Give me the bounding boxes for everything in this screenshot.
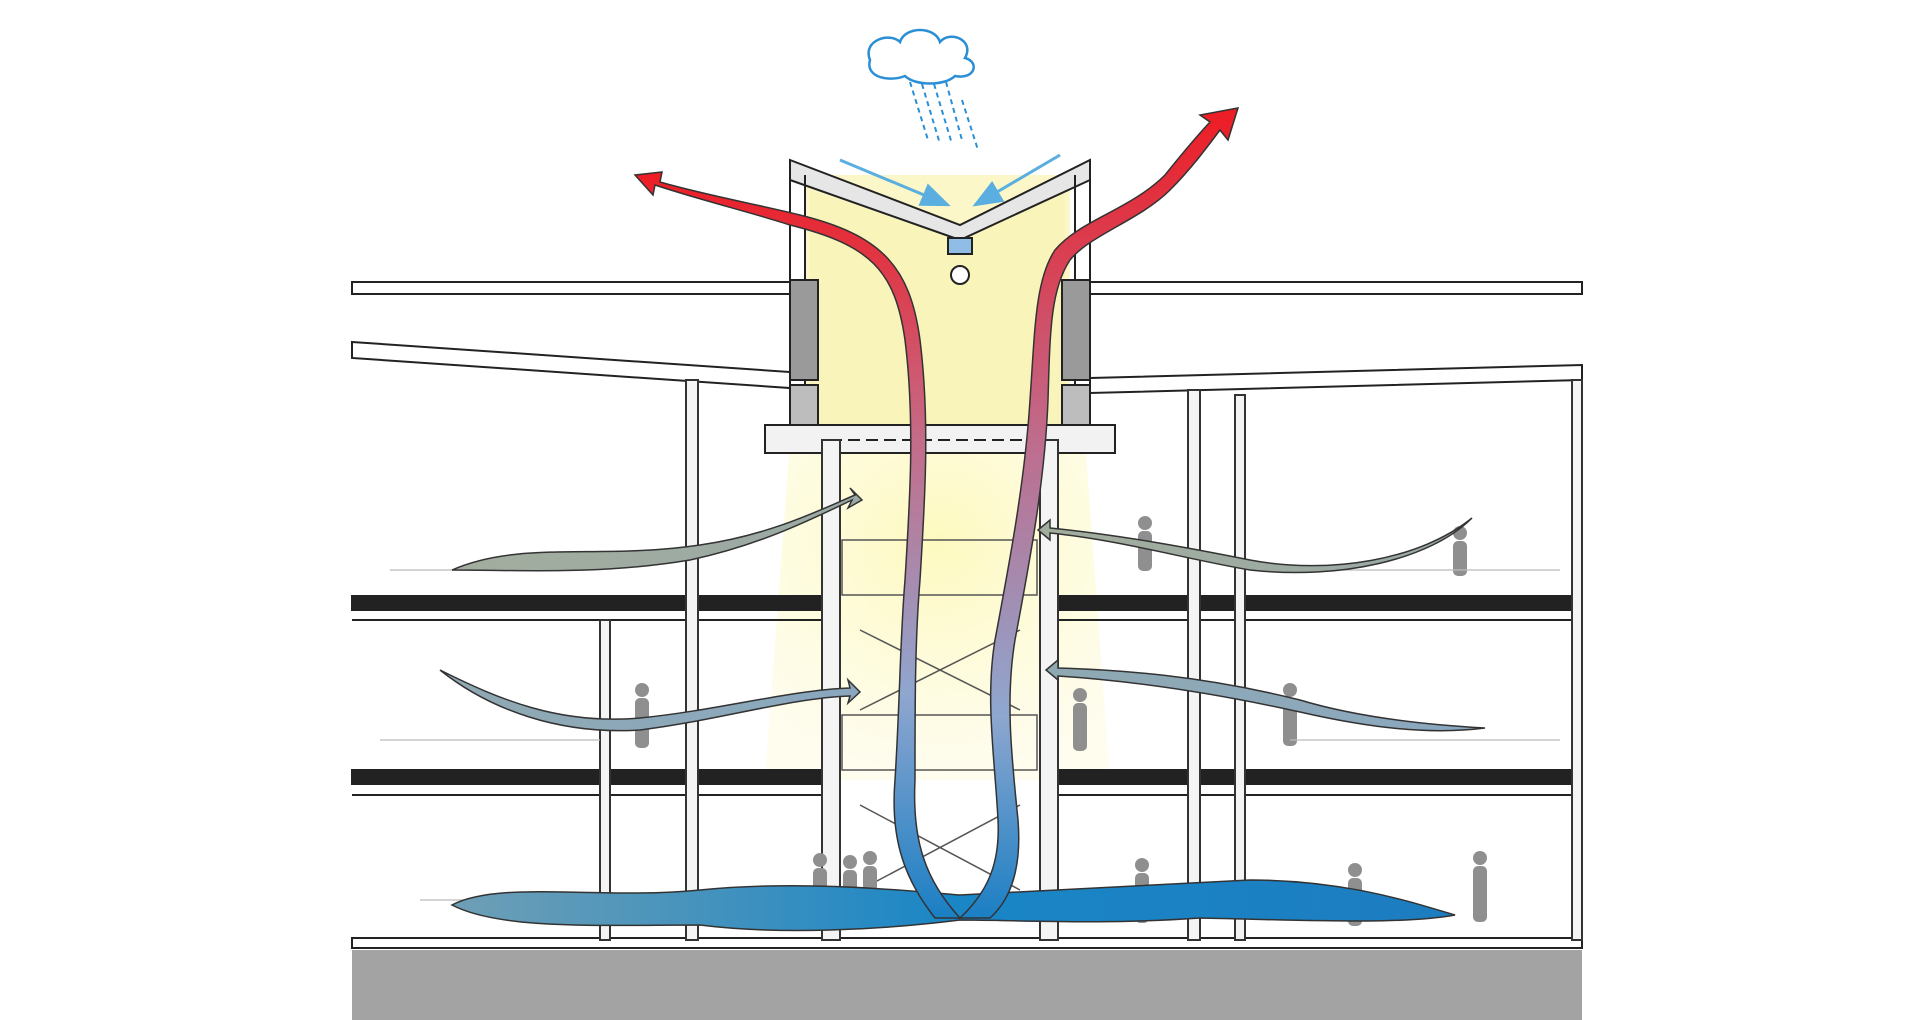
- fresh-air-flow-ground: [450, 879, 1456, 932]
- ground-slab: [352, 950, 1582, 1020]
- person-silhouette-icon: [1453, 526, 1467, 576]
- ground-floor-line: [351, 937, 1583, 949]
- exhaust-air-arrow-left: [633, 171, 962, 919]
- exhaust-air-arrow-right: [958, 107, 1240, 919]
- person-silhouette-icon: [1073, 688, 1087, 751]
- roof-runoff-arrow-right: [972, 153, 1061, 207]
- fresh-air-flow-mid-left: [439, 669, 862, 732]
- structural-columns: [599, 379, 1583, 941]
- person-silhouette-icon: [1283, 683, 1297, 746]
- person-silhouette-icon: [1473, 851, 1487, 922]
- fresh-air-flow-mid-right: [1044, 658, 1486, 732]
- person-silhouette-icon: [635, 683, 649, 748]
- cloud-rain-icon: [867, 28, 979, 151]
- roof-runoff-arrow-left: [839, 158, 951, 207]
- return-air-flow-top-left: [451, 487, 864, 572]
- return-air-flow-top-right: [1036, 517, 1473, 574]
